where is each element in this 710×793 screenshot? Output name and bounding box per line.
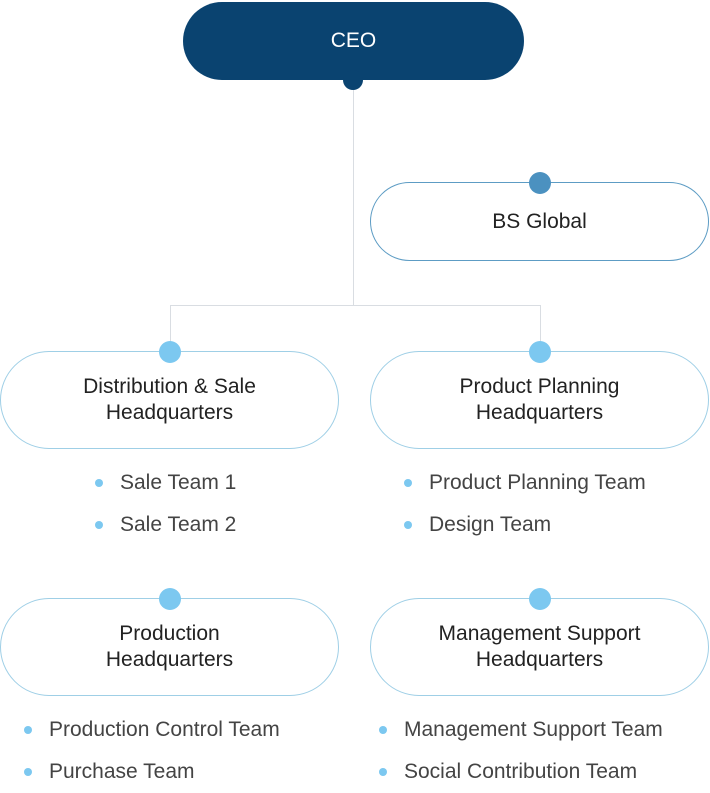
management-support-hq-dot [529,588,551,610]
list-item: Social Contribution Team [379,751,663,793]
connector-right-drop [540,305,541,353]
distribution-sale-team-list: Sale Team 1 Sale Team 2 [95,462,236,546]
bullet-icon [404,479,412,487]
bs-global-node: BS Global [370,182,709,261]
distribution-sale-hq-dot [159,341,181,363]
distribution-sale-hq-node: Distribution & Sale Headquarters [0,351,339,449]
team-label: Purchase Team [49,760,195,783]
bullet-icon [24,726,32,734]
team-label: Social Contribution Team [404,760,638,783]
management-support-team-list: Management Support Team Social Contribut… [379,709,663,793]
bullet-icon [95,521,103,529]
bs-global-label: BS Global [492,209,587,233]
product-planning-hq-node: Product Planning Headquarters [370,351,709,449]
list-item: Sale Team 2 [95,504,236,546]
distribution-sale-hq-label: Distribution & Sale Headquarters [83,375,256,424]
ceo-label: CEO [330,29,377,52]
connector-left-drop [170,305,171,353]
connector-ceo-vertical [353,80,354,306]
team-label: Production Control Team [49,718,280,741]
list-item: Sale Team 1 [95,462,236,504]
list-item: Product Planning Team [404,462,646,504]
list-item: Design Team [404,504,646,546]
bs-global-connector-dot [529,172,551,194]
team-label: Design Team [429,513,552,536]
ceo-connector-dot [343,70,363,90]
bullet-icon [379,726,387,734]
production-hq-node: Production Headquarters [0,598,339,696]
bullet-icon [404,521,412,529]
list-item: Purchase Team [24,751,280,793]
list-item: Production Control Team [24,709,280,751]
product-planning-hq-label: Product Planning Headquarters [459,375,620,424]
product-planning-hq-dot [529,341,551,363]
connector-horizontal-branch [170,305,541,306]
production-hq-dot [159,588,181,610]
product-planning-team-list: Product Planning Team Design Team [404,462,646,546]
bullet-icon [95,479,103,487]
production-team-list: Production Control Team Purchase Team [24,709,280,793]
team-label: Sale Team 1 [120,471,237,494]
bullet-icon [379,768,387,776]
production-hq-label: Production Headquarters [105,622,234,671]
management-support-hq-label: Management Support Headquarters [438,622,641,671]
team-label: Management Support Team [404,718,663,741]
ceo-node: CEO [183,2,524,80]
list-item: Management Support Team [379,709,663,751]
team-label: Product Planning Team [429,471,646,494]
bullet-icon [24,768,32,776]
team-label: Sale Team 2 [120,513,237,536]
management-support-hq-node: Management Support Headquarters [370,598,709,696]
